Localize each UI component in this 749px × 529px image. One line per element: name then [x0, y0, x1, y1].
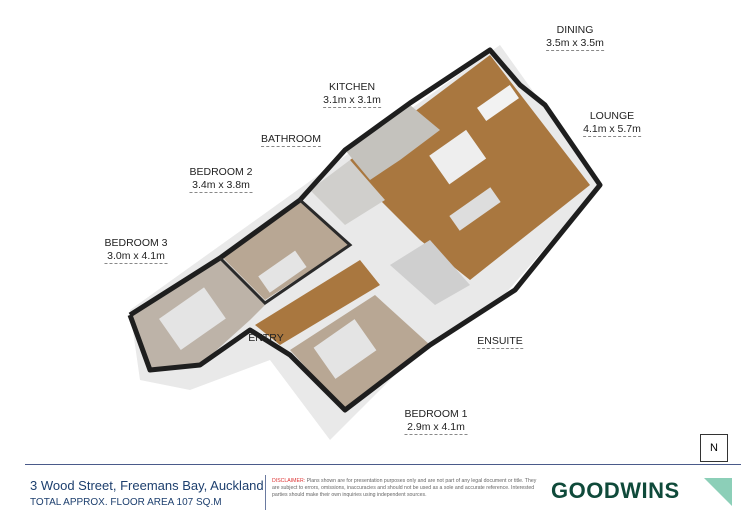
disclaimer-text: Plans shown are for presentation purpose… — [272, 478, 537, 498]
bedroom-2-floor — [220, 200, 350, 300]
brand-triangle-icon — [704, 478, 732, 506]
footer-divider — [25, 464, 741, 465]
exterior-walls — [127, 47, 603, 413]
footer-separator — [265, 475, 266, 510]
dining-table — [477, 84, 519, 122]
bathroom-floor — [310, 160, 385, 225]
floor-area: TOTAL APPROX. FLOOR AREA 107 SQ.M — [30, 497, 222, 508]
room-label-entry: ENTRY — [248, 332, 284, 344]
bed-bedroom-3 — [158, 287, 226, 351]
bed-bedroom-2 — [258, 250, 307, 293]
entry-floor — [255, 260, 380, 345]
room-label-ensuite: ENSUITE — [477, 335, 523, 349]
floor-plan-3d — [127, 45, 603, 440]
sofa — [449, 187, 501, 231]
kitchen-island — [429, 129, 487, 185]
property-address: 3 Wood Street, Freemans Bay, Auckland — [30, 478, 264, 493]
brand-logo: GOODWINS — [551, 478, 680, 503]
kitchen-floor — [345, 105, 440, 180]
north-arrow-icon: N — [700, 434, 728, 462]
interior-walls — [218, 198, 353, 305]
bed-bedroom-1 — [313, 319, 377, 379]
disclaimer-label: DISCLAIMER: — [272, 478, 306, 484]
ensuite-floor — [390, 240, 470, 305]
room-label-bathroom: BATHROOM — [261, 133, 321, 147]
disclaimer: DISCLAIMER: Plans shown are for presenta… — [272, 478, 542, 499]
